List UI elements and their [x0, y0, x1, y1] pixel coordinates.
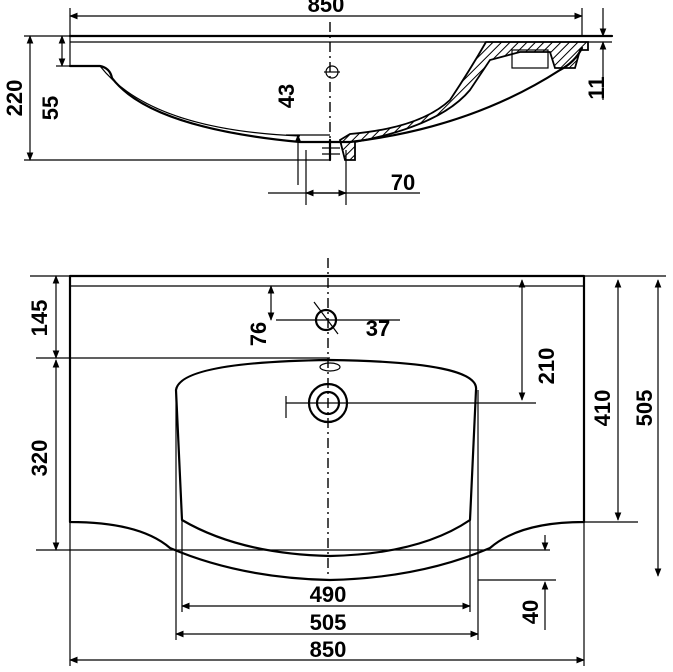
side-bowl-inner [99, 65, 301, 137]
dim-145: 145 [27, 300, 52, 337]
tap-hole-leader [313, 301, 339, 335]
dim-bottom-850: 850 [310, 637, 347, 662]
dim-505-vertical: 505 [632, 390, 657, 427]
dim-70: 70 [391, 170, 415, 195]
dim-43: 43 [274, 84, 299, 108]
side-section-hatch [338, 41, 589, 161]
dim-490: 490 [310, 582, 347, 607]
top-outline [68, 274, 586, 582]
dim-76: 76 [246, 322, 271, 346]
dim-505-horizontal: 505 [310, 610, 347, 635]
dim-side-850: 850 [308, 0, 345, 17]
dim-220: 220 [2, 80, 27, 117]
dim-37: 37 [366, 316, 390, 341]
side-view: 850 220 55 43 70 11 [2, 0, 614, 205]
dim-40: 40 [518, 600, 543, 624]
dim-410: 410 [590, 390, 615, 427]
dim-55: 55 [38, 96, 63, 120]
dim-320: 320 [27, 440, 52, 477]
top-view: 145 76 37 210 410 505 320 490 505 [27, 258, 666, 666]
dim-11: 11 [584, 76, 609, 99]
top-bowl [174, 358, 478, 558]
overflow-hole [319, 362, 341, 372]
side-overflow-channel [511, 49, 549, 69]
dim-210: 210 [534, 348, 559, 385]
